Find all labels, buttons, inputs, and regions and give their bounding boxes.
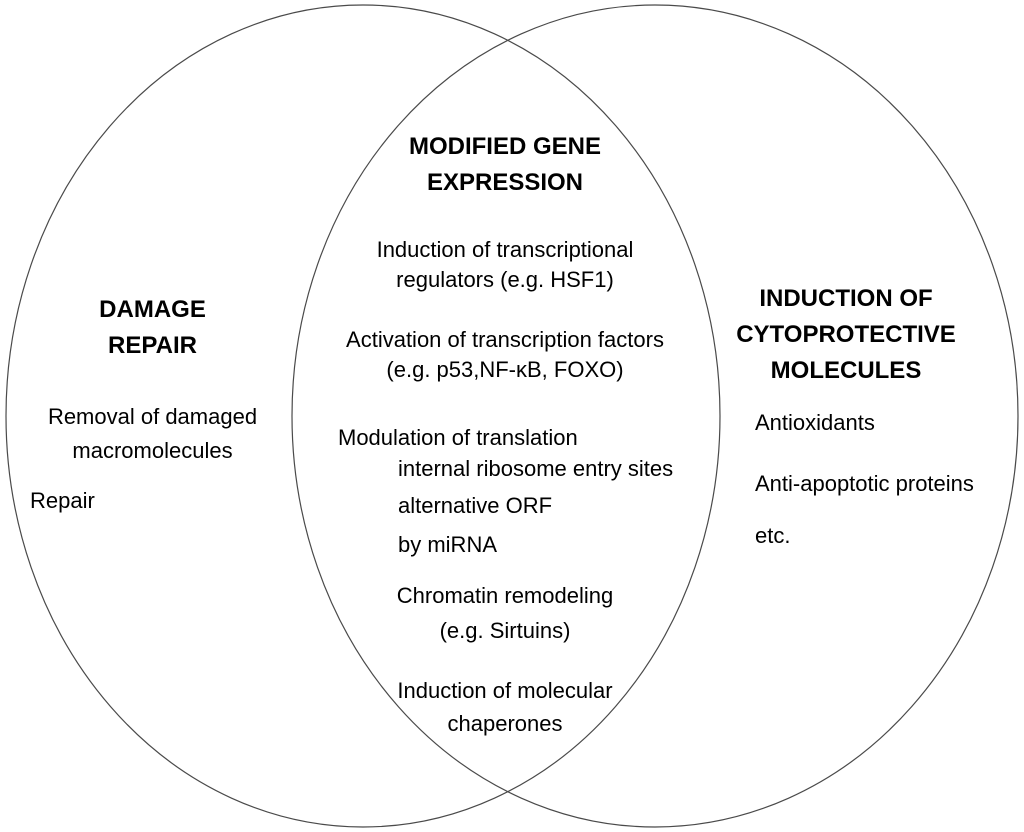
diagram-text-line: Removal of damaged <box>47 404 258 429</box>
overlap-set-title-line: MODIFIED GENE <box>408 133 601 160</box>
left-set-title: DAMAGE REPAIR <box>35 292 270 364</box>
right-set-item-antioxidants: Antioxidants <box>755 406 875 440</box>
diagram-text-line: Anti-apoptotic proteins <box>755 471 974 496</box>
right-set-title-line: INDUCTION OF <box>759 285 933 312</box>
right-set-title-line: CYTOPROTECTIVE <box>736 321 956 348</box>
overlap-item-molecular-chaperones: Induction of molecular chaperones <box>330 674 680 740</box>
diagram-text-line: Induction of transcriptional <box>376 237 634 262</box>
left-set-title-line: REPAIR <box>108 332 197 359</box>
right-ellipse <box>291 4 1019 828</box>
diagram-text-line: Activation of transcription factors <box>346 327 664 352</box>
diagram-text-line: macromolecules <box>72 438 233 463</box>
diagram-text-line: internal ribosome entry sites <box>398 456 674 481</box>
right-set-title: INDUCTION OF CYTOPROTECTIVE MOLECULES <box>722 281 970 389</box>
diagram-text-line: Induction of molecular <box>397 678 613 703</box>
diagram-text-line: Antioxidants <box>755 410 875 435</box>
diagram-text-line: chaperones <box>447 711 563 736</box>
diagram-text-line: Repair <box>30 488 95 513</box>
right-set-item-anti-apoptotic: Anti-apoptotic proteins <box>755 467 974 501</box>
diagram-text-line: Modulation of translation <box>338 425 578 450</box>
diagram-text-line: etc. <box>755 523 791 548</box>
overlap-item-transcriptional-regulators: Induction of transcriptional regulators … <box>330 235 680 295</box>
left-set-item-removal: Removal of damaged macromolecules <box>35 400 270 468</box>
overlap-item-modulation-translation: Modulation of translation internal ribos… <box>338 422 688 560</box>
left-set-title-line: DAMAGE <box>99 296 206 323</box>
diagram-text-line: by miRNA <box>398 532 498 557</box>
overlap-item-chromatin-remodeling: Chromatin remodeling (e.g. Sirtuins) <box>330 578 680 648</box>
overlap-item-transcription-factors: Activation of transcription factors (e.g… <box>330 325 680 385</box>
right-set-item-etc: etc. <box>755 519 790 553</box>
left-ellipse <box>5 4 721 828</box>
right-set-title-line: MOLECULES <box>770 357 922 384</box>
left-set-item-repair: Repair <box>30 484 265 518</box>
diagram-text-line: regulators (e.g. HSF1) <box>396 267 614 292</box>
diagram-text-line: (e.g. p53,NF-κB, FOXO) <box>386 357 624 382</box>
overlap-set-title: MODIFIED GENE EXPRESSION <box>330 129 680 201</box>
diagram-text-line: Chromatin remodeling <box>396 583 614 608</box>
overlap-set-title-line: EXPRESSION <box>426 169 584 196</box>
diagram-text-line: alternative ORF <box>398 493 553 518</box>
diagram-text-line: (e.g. Sirtuins) <box>439 618 571 643</box>
